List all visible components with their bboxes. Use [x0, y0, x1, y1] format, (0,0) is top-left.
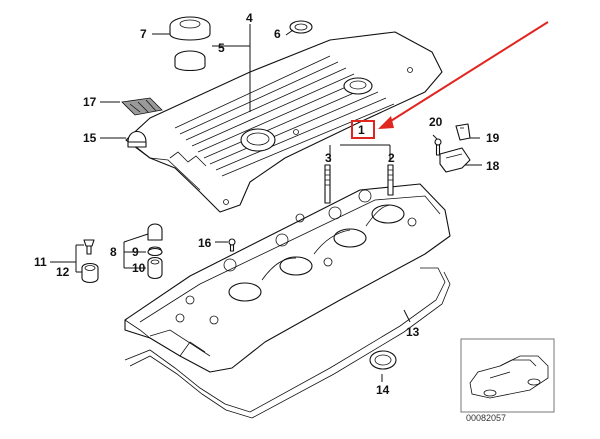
- mount-sleeve: [147, 256, 163, 280]
- cap-nut: [127, 130, 147, 148]
- part-label-16: 16: [198, 236, 212, 250]
- part-label-14: 14: [376, 383, 390, 397]
- small-bolt: [228, 238, 236, 252]
- reference-thumbnail: 00082057: [460, 338, 555, 423]
- bracket: [439, 147, 471, 173]
- part-label-5: 5: [218, 41, 225, 55]
- part-label-18: 18: [486, 159, 500, 173]
- gasket: [124, 267, 451, 419]
- reference-code: 00082057: [466, 413, 506, 423]
- leader-lines: [50, 24, 482, 382]
- part-labels: 7 4 5 6 17 15 1 3 2 20 19 18 16 8 9 10 1…: [34, 11, 500, 397]
- cap-seal-ring: [174, 50, 206, 72]
- part-label-13: 13: [406, 325, 420, 339]
- part-label-7: 7: [140, 27, 147, 41]
- part-label-11: 11: [34, 255, 47, 269]
- part-label-9: 9: [132, 245, 139, 259]
- red-arrowhead: [378, 116, 394, 129]
- bolt-sleeve: [81, 262, 99, 284]
- car-silhouette-icon: [469, 355, 549, 399]
- emblem: [121, 97, 163, 116]
- part-label-12: 12: [56, 265, 70, 279]
- part-label-17: 17: [83, 95, 97, 109]
- part-label-2: 2: [388, 151, 395, 165]
- mount-bolt: [83, 239, 95, 255]
- part-label-20: 20: [429, 115, 443, 129]
- part-label-6: 6: [274, 27, 281, 41]
- part-label-3: 3: [325, 151, 332, 165]
- washer: [147, 247, 163, 257]
- stud-right: [387, 164, 394, 196]
- screw: [434, 138, 442, 156]
- grommet: [289, 20, 313, 34]
- part-label-15: 15: [83, 131, 97, 145]
- part-label-10: 10: [132, 261, 146, 275]
- clip: [455, 123, 471, 141]
- engine-cover: [125, 31, 443, 213]
- part-1-highlight-box: [351, 120, 375, 139]
- part-label-19: 19: [486, 131, 500, 145]
- highlight-annotation: [351, 21, 549, 139]
- part-label-1: 1: [358, 123, 365, 137]
- stud-left: [324, 164, 331, 204]
- shaft-seal: [369, 350, 397, 370]
- red-arrow: [385, 21, 549, 125]
- cylinder-head-cover: [124, 183, 451, 373]
- part-label-8: 8: [110, 245, 117, 259]
- oil-filler-cap: [169, 16, 211, 41]
- part-label-4: 4: [246, 11, 253, 25]
